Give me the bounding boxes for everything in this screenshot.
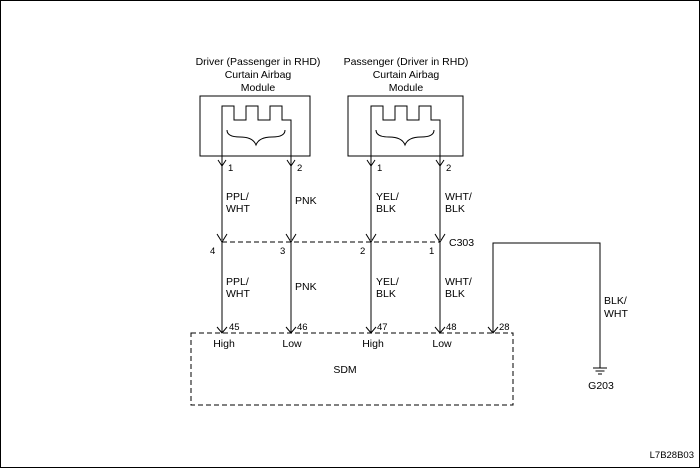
ground-wire-color-a: BLK/ xyxy=(604,295,627,307)
wire-upper-1-color-b: WHT xyxy=(226,203,250,215)
wire-lower-4-color-a: WHT/ xyxy=(445,276,472,288)
wire-lower-3-color-a: YEL/ xyxy=(376,276,399,288)
wire-lower-4-color-b: BLK xyxy=(445,288,465,300)
wire-lower-3-color-b: BLK xyxy=(376,288,396,300)
sdm-pin-45: 45 xyxy=(229,322,240,333)
sdm-module xyxy=(190,332,514,406)
wire-upper-1-color-a: PPL/ xyxy=(226,191,249,203)
driver-pin-2: 2 xyxy=(297,163,302,174)
connector-pin-1: 1 xyxy=(429,246,434,257)
wire-lower-1-color-a: PPL/ xyxy=(226,276,249,288)
sdm-pin-46: 46 xyxy=(297,322,308,333)
connector-name: C303 xyxy=(449,237,474,249)
sdm-signal-low-2: Low xyxy=(432,338,452,350)
sdm-pin-48: 48 xyxy=(446,322,457,333)
ground-icon xyxy=(593,367,607,375)
wire-upper-3-color-b: BLK xyxy=(376,203,396,215)
passenger-module-title-2: Curtain Airbag xyxy=(373,69,440,81)
driver-pin-1: 1 xyxy=(228,163,233,174)
wire-upper-3-color-a: YEL/ xyxy=(376,191,399,203)
sdm-signal-high-1: High xyxy=(213,338,235,350)
driver-airbag-module xyxy=(199,95,311,157)
wire-upper-2-color-a: PNK xyxy=(295,195,317,207)
sdm-label: SDM xyxy=(333,364,356,376)
wire-lower-1-color-b: WHT xyxy=(226,288,250,300)
passenger-module-title-1: Passenger (Driver in RHD) xyxy=(344,56,469,68)
sdm-pin-47: 47 xyxy=(377,322,388,333)
passenger-airbag-module xyxy=(347,95,464,157)
driver-module-title-2: Curtain Airbag xyxy=(225,69,292,81)
passenger-pin-2: 2 xyxy=(446,163,451,174)
passenger-squib-symbol xyxy=(370,105,441,156)
wire-lower-2-color-a: PNK xyxy=(295,281,317,293)
driver-brace-symbol xyxy=(226,129,286,147)
passenger-pin-1: 1 xyxy=(377,163,382,174)
sdm-signal-low-1: Low xyxy=(282,338,302,350)
driver-module-title-1: Driver (Passenger in RHD) xyxy=(196,56,321,68)
sdm-pin-28: 28 xyxy=(499,322,510,333)
figure-code: L7B28B03 xyxy=(650,450,694,461)
sdm-signal-high-2: High xyxy=(362,338,384,350)
wire-upper-4-color-b: BLK xyxy=(445,203,465,215)
ground-wire xyxy=(492,242,601,368)
connector-pin-4: 4 xyxy=(210,246,215,257)
driver-squib-symbol xyxy=(221,105,292,156)
connector-pin-3: 3 xyxy=(280,246,285,257)
connector-pin-2: 2 xyxy=(360,246,365,257)
ground-name: G203 xyxy=(588,380,614,392)
driver-module-title-3: Module xyxy=(241,82,276,94)
passenger-brace-symbol xyxy=(375,129,435,147)
passenger-module-title-3: Module xyxy=(389,82,424,94)
wire-upper-4-color-a: WHT/ xyxy=(445,191,472,203)
ground-wire-color-b: WHT xyxy=(604,308,628,320)
